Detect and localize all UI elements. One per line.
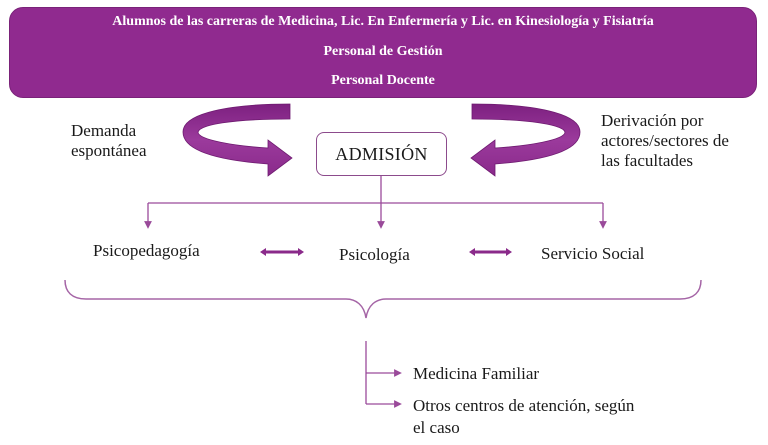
referral-otros-centros-line2: el caso bbox=[413, 418, 460, 437]
target-population-box: Alumnos de las carreras de Medicina, Lic… bbox=[9, 7, 757, 98]
spontaneous-demand-label: Demanda espontánea bbox=[71, 121, 147, 161]
double-arrow-2-icon bbox=[469, 248, 512, 256]
service-psicopedagogia: Psicopedagogía bbox=[93, 241, 200, 260]
curved-arrow-right-icon bbox=[470, 103, 581, 177]
referral-source-line2: actores/sectores de bbox=[601, 131, 729, 150]
population-management-staff: Personal de Gestión bbox=[323, 44, 443, 59]
grouping-brace-icon bbox=[64, 279, 702, 319]
referral-connectors bbox=[365, 341, 402, 408]
service-servicio-social: Servicio Social bbox=[541, 244, 645, 263]
admission-connectors bbox=[144, 176, 607, 229]
referral-medicina-familiar: Medicina Familiar bbox=[413, 364, 540, 383]
spontaneous-demand-line2: espontánea bbox=[71, 141, 147, 160]
admission-box: ADMISIÓN bbox=[316, 132, 447, 176]
referral-otros-centros-line1: Otros centros de atención, según bbox=[413, 396, 635, 415]
referral-source-line1: Derivación por bbox=[601, 111, 704, 130]
referral-source-label: Derivación por actores/sectores de las f… bbox=[601, 111, 729, 171]
spontaneous-demand-line1: Demanda bbox=[71, 121, 137, 140]
population-students: Alumnos de las carreras de Medicina, Lic… bbox=[112, 14, 654, 29]
service-psicologia: Psicología bbox=[339, 245, 410, 264]
referral-otros-centros: Otros centros de atención, según el caso bbox=[413, 396, 634, 438]
double-arrow-1-icon bbox=[260, 248, 304, 256]
population-teaching-staff: Personal Docente bbox=[331, 73, 435, 88]
curved-arrow-left-icon bbox=[182, 103, 293, 177]
admission-label: ADMISIÓN bbox=[335, 143, 428, 164]
referral-source-line3: las facultades bbox=[601, 151, 694, 170]
